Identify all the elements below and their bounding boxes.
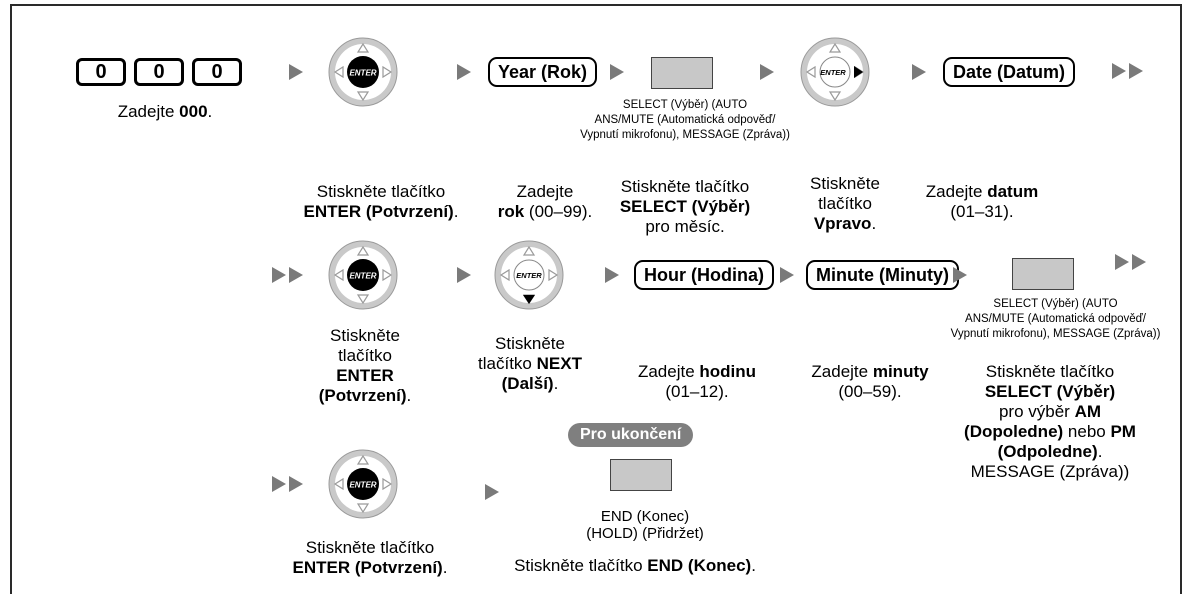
arrow-right-icon <box>953 267 967 283</box>
continue-arrows-icon <box>272 476 303 492</box>
navigator-next-icon[interactable]: ENTER <box>494 240 564 310</box>
navigator-right-icon[interactable]: ENTER <box>800 37 870 107</box>
svg-text:ENTER: ENTER <box>349 69 376 78</box>
continue-arrows-icon <box>272 267 303 283</box>
minute-key[interactable]: Minute (Minuty) <box>806 260 959 290</box>
svg-text:ENTER: ENTER <box>349 272 376 281</box>
hour-key[interactable]: Hour (Hodina) <box>634 260 774 290</box>
end-button[interactable] <box>610 459 672 491</box>
step-enter-000: Zadejte 000. <box>117 102 213 121</box>
arrow-right-icon <box>289 64 303 80</box>
step-enter-hour: Zadejte hodinu(01–12). <box>637 362 757 401</box>
navigator-enter-icon[interactable]: ENTER <box>328 449 398 519</box>
svg-text:ENTER: ENTER <box>349 481 376 490</box>
arrow-right-icon <box>610 64 624 80</box>
step-enter-date: Zadejte datum(01–31). <box>925 182 1039 221</box>
arrow-right-icon <box>457 267 471 283</box>
arrow-right-icon <box>605 267 619 283</box>
arrow-right-icon <box>912 64 926 80</box>
arrow-right-icon <box>485 484 499 500</box>
select-button[interactable] <box>1012 258 1074 290</box>
continue-arrows-icon <box>1115 254 1146 270</box>
diagram-frame <box>10 4 1182 594</box>
end-button-caption: END (Konec)(HOLD) (Přidržet) <box>586 508 704 542</box>
arrow-right-icon <box>780 267 794 283</box>
year-key[interactable]: Year (Rok) <box>488 57 598 87</box>
date-key[interactable]: Date (Datum) <box>943 57 1076 87</box>
key-0[interactable]: 0 <box>76 58 126 86</box>
step-enter-minutes: Zadejte minuty(00–59). <box>811 362 929 401</box>
navigator-enter-icon[interactable]: ENTER <box>328 37 398 107</box>
navigator-enter-icon[interactable]: ENTER <box>328 240 398 310</box>
key-0[interactable]: 0 <box>134 58 184 86</box>
continue-arrows-icon <box>1112 63 1143 79</box>
arrow-right-icon <box>760 64 774 80</box>
svg-text:ENTER: ENTER <box>516 271 542 280</box>
select-button[interactable] <box>651 57 713 89</box>
key-0[interactable]: 0 <box>192 58 242 86</box>
svg-text:ENTER: ENTER <box>820 68 846 77</box>
end-badge: Pro ukončení <box>568 423 694 447</box>
step-select-am-pm: Stiskněte tlačítko SELECT (Výběr) pro vý… <box>964 362 1136 481</box>
arrow-right-icon <box>457 64 471 80</box>
step-press-end: Stiskněte tlačítko END (Konec). <box>514 556 756 575</box>
